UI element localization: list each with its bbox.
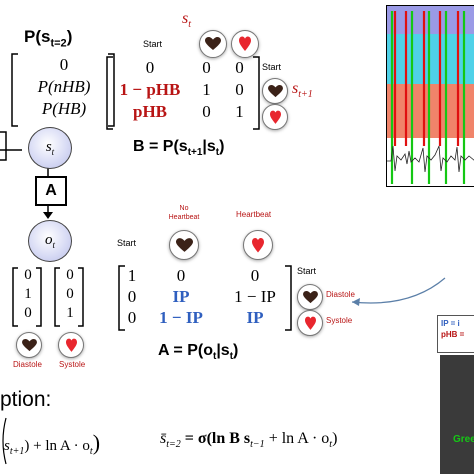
b-caption: B = P(st+1|st) (133, 138, 225, 159)
ecg-markers (387, 11, 474, 184)
red-heart-icon (252, 237, 264, 252)
b-col-dark-heart (199, 30, 227, 58)
state-node: st (28, 127, 72, 169)
b-row-dark-heart (262, 78, 288, 104)
b-start-col-label: Start (143, 39, 163, 49)
stripe-salmon (387, 84, 474, 138)
a-row-label-systole: Systole (326, 316, 353, 325)
a-start-row-label: Start (297, 266, 317, 276)
a-matrix-brackets (118, 265, 292, 331)
a-matrix-box: A (35, 176, 67, 206)
a-col-red-heart (243, 230, 273, 260)
equation-left: st+1) + ln A · ot) (4, 430, 101, 457)
state-vector-entry: 0 (59, 55, 69, 74)
section-heading: ption: (0, 388, 52, 411)
b-start-row-label: Start (262, 62, 282, 72)
b-row-red-heart (262, 104, 288, 130)
a-col-label-no-heartbeat: No Heartbeat (168, 205, 200, 221)
green-panel-label: Gree (453, 434, 474, 445)
state-vector-entry: P(HB) (41, 99, 87, 118)
p-state-label: P(st=2) (24, 27, 73, 50)
param-box: IP = i pHB = (437, 315, 474, 353)
a-row-dark-heart (297, 284, 323, 310)
a-col-label-heartbeat: Heartbeat (236, 210, 272, 219)
b-header-state: st (182, 10, 192, 31)
green-panel: Gree (440, 355, 474, 474)
obs-vector-brackets (12, 267, 84, 327)
obs-label-diastole: Diastole (13, 360, 42, 369)
red-heart-icon (239, 36, 251, 51)
dark-heart-icon (21, 338, 37, 351)
ip-definition: IP = i (441, 319, 460, 328)
state-vector-entry: P(nHB) (37, 77, 91, 96)
a-row-label-diastole: Diastole (326, 290, 355, 299)
a-start-col-label: Start (117, 238, 137, 248)
a-row-red-heart (297, 310, 323, 336)
equation-right: s̄t=2 = σ(ln B st−1 + ln A · ot) (160, 430, 338, 451)
b-matrix-brackets (106, 56, 260, 130)
obs-systole-heart (58, 332, 84, 358)
dark-heart-icon (205, 37, 221, 50)
dark-heart-icon (302, 290, 318, 303)
red-heart-icon (304, 316, 316, 330)
left-paren (2, 417, 7, 465)
b-next-state: st+1 (292, 80, 313, 101)
stripe-purple-top (387, 6, 474, 34)
ecg-trace-area (387, 138, 474, 186)
red-heart-icon (269, 110, 281, 124)
obs-label-systole: Systole (59, 360, 86, 369)
stripe-cyan (387, 34, 474, 84)
curved-arrow (351, 277, 446, 306)
state-vector: 0 P(nHB) P(HB) (16, 54, 112, 120)
phb-definition: pHB = (441, 330, 465, 339)
a-col-dark-heart (169, 230, 199, 260)
red-heart-icon (65, 338, 77, 352)
a-caption: A = P(ot|st) (158, 342, 239, 363)
b-col-red-heart (231, 30, 259, 58)
observation-node: ot (28, 220, 72, 262)
dark-heart-icon (267, 84, 283, 97)
ecg-panel (386, 5, 474, 187)
dark-heart-icon (175, 237, 193, 252)
state-vector-brackets (11, 53, 115, 127)
obs-diastole-heart (16, 332, 42, 358)
